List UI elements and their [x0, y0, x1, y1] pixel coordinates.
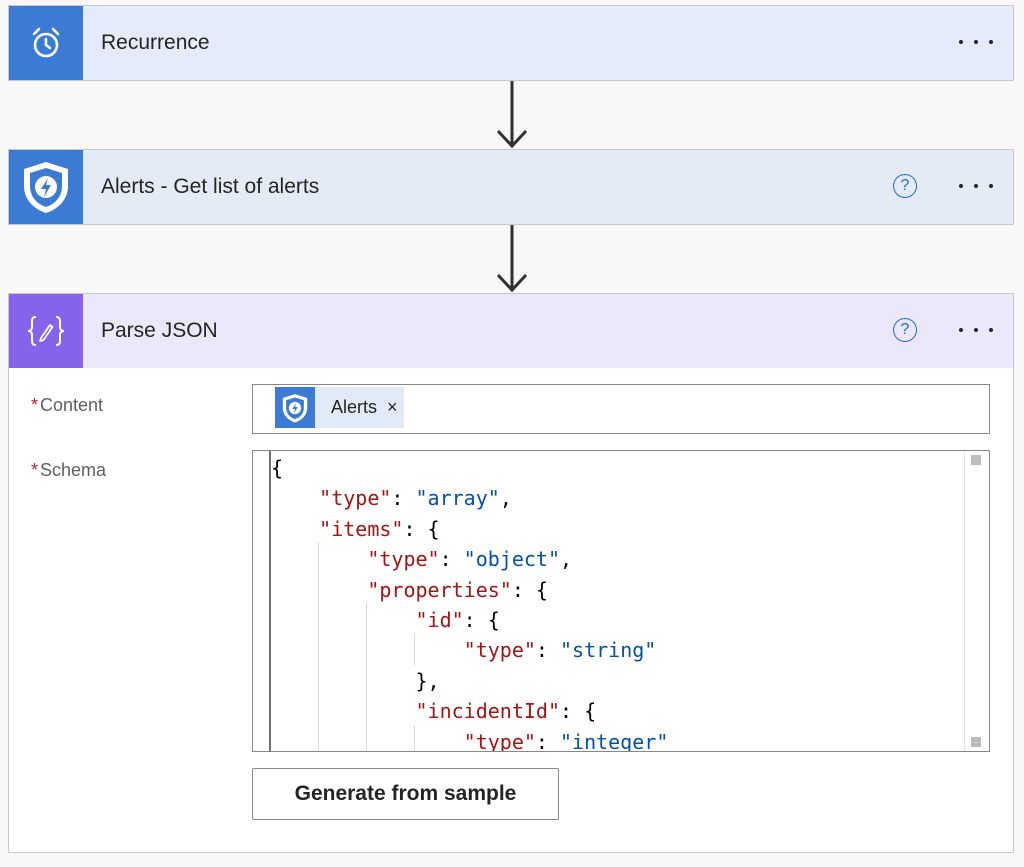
- code-line: "properties": {: [367, 577, 548, 602]
- code-line: "id": {: [415, 608, 500, 633]
- code-line: "type": "object",: [367, 547, 573, 572]
- scroll-down-arrow[interactable]: [971, 737, 981, 747]
- code-line: "items": {: [319, 516, 440, 541]
- indent-guide: [414, 725, 415, 751]
- parse-json-step-card[interactable]: Parse JSON ? *Content Alerts × *Schema: [8, 293, 1014, 853]
- code-line: "incidentId": {: [415, 699, 597, 724]
- recurrence-step-card[interactable]: Recurrence: [8, 5, 1014, 81]
- indent-guide: [366, 603, 367, 751]
- shield-lightning-icon: [9, 150, 83, 224]
- more-options-button[interactable]: [959, 174, 993, 198]
- generate-from-sample-button[interactable]: Generate from sample: [252, 768, 559, 820]
- required-marker: *: [31, 395, 39, 415]
- editor-scrollbar[interactable]: [964, 451, 989, 751]
- schema-label: *Schema: [31, 460, 106, 481]
- token-label: Alerts: [331, 397, 378, 417]
- help-button[interactable]: ?: [893, 174, 917, 198]
- scroll-up-arrow[interactable]: [971, 455, 981, 465]
- content-label: *Content: [31, 395, 103, 416]
- connector-arrow: [497, 225, 527, 293]
- alerts-step-card[interactable]: Alerts - Get list of alerts ?: [8, 149, 1014, 225]
- alerts-dynamic-token[interactable]: Alerts ×: [275, 387, 404, 428]
- more-options-button[interactable]: [959, 318, 993, 342]
- more-options-button[interactable]: [959, 30, 993, 54]
- code-line: "type": "array",: [319, 486, 512, 511]
- remove-token-icon[interactable]: ×: [387, 397, 398, 417]
- step-title: Recurrence: [101, 31, 210, 54]
- required-marker: *: [31, 460, 39, 480]
- content-label-text: Content: [40, 395, 104, 415]
- indent-guide: [414, 633, 415, 665]
- step-title: Parse JSON: [101, 319, 218, 342]
- code-line: },: [271, 668, 440, 693]
- json-braces-pencil-icon: [9, 294, 83, 368]
- alarm-clock-icon: [9, 6, 83, 80]
- editor-gutter: [269, 451, 271, 751]
- code-line: "type": "integer": [463, 729, 669, 752]
- schema-code[interactable]: { "type": "array", "items": { "type": "o…: [271, 453, 669, 752]
- content-input[interactable]: Alerts ×: [252, 384, 990, 434]
- shield-lightning-icon: [275, 387, 315, 428]
- indent-guide: [318, 542, 319, 751]
- schema-label-text: Schema: [40, 460, 107, 480]
- code-line: {: [271, 456, 284, 480]
- recurrence-step-header[interactable]: Recurrence: [9, 6, 1013, 80]
- help-button[interactable]: ?: [893, 318, 917, 342]
- connector-arrow: [497, 81, 527, 149]
- step-title: Alerts - Get list of alerts: [101, 175, 320, 198]
- schema-editor[interactable]: { "type": "array", "items": { "type": "o…: [252, 450, 990, 752]
- code-line: "type": "string": [463, 638, 657, 663]
- parse-json-step-header[interactable]: Parse JSON ?: [9, 294, 1013, 368]
- alerts-step-header[interactable]: Alerts - Get list of alerts ?: [9, 150, 1013, 224]
